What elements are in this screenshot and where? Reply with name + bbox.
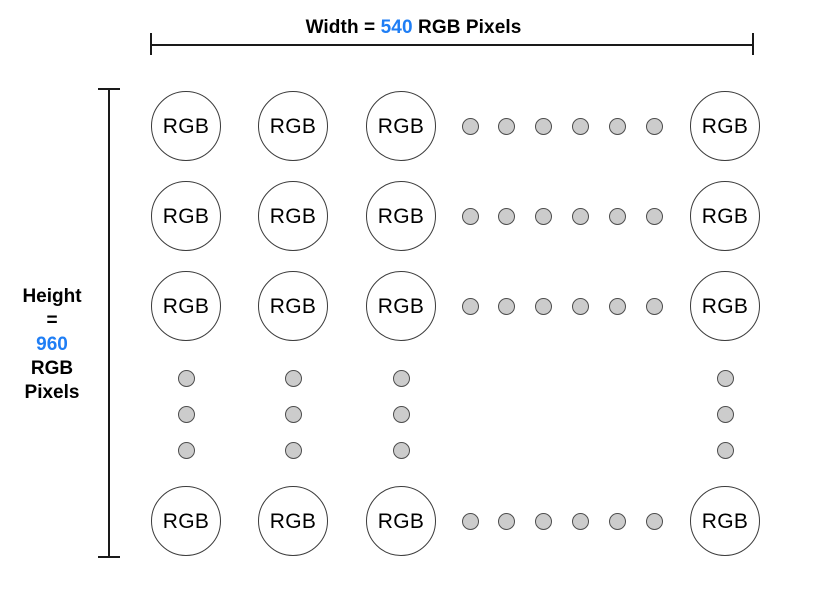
height-label-line-4: RGB: [30, 358, 74, 379]
horizontal-ellipsis-dot: [497, 512, 515, 530]
width-dimension-label: Width = 540 RGB Pixels: [0, 17, 827, 39]
horizontal-ellipsis-dot: [534, 512, 552, 530]
rgb-pixel-cell: RGB: [151, 181, 221, 251]
rgb-pixel-label: RGB: [377, 294, 425, 318]
horizontal-ellipsis-dot: [461, 207, 479, 225]
vertical-ellipsis-dot: [716, 405, 734, 423]
horizontal-ellipsis-dot: [608, 117, 626, 135]
vertical-ellipsis-dot: [716, 441, 734, 459]
rgb-pixel-label: RGB: [269, 204, 317, 228]
height-dimension-tick-bottom: [98, 556, 120, 558]
horizontal-ellipsis-dot: [571, 117, 589, 135]
height-label-line-2: =: [46, 310, 58, 331]
vertical-ellipsis-dot: [392, 441, 410, 459]
width-label-prefix: Width =: [305, 17, 381, 38]
horizontal-ellipsis-dot: [461, 117, 479, 135]
horizontal-ellipsis-dot: [571, 297, 589, 315]
rgb-pixel-label: RGB: [701, 509, 749, 533]
vertical-ellipsis-dot: [284, 369, 302, 387]
horizontal-ellipsis-dot: [497, 117, 515, 135]
horizontal-ellipsis-dot: [608, 512, 626, 530]
horizontal-ellipsis-dot: [645, 297, 663, 315]
rgb-pixel-label: RGB: [377, 509, 425, 533]
vertical-ellipsis-dot: [392, 369, 410, 387]
rgb-pixel-label: RGB: [269, 509, 317, 533]
width-dimension-tick-right: [752, 33, 754, 55]
rgb-pixel-label: RGB: [701, 294, 749, 318]
rgb-pixel-label: RGB: [377, 114, 425, 138]
horizontal-ellipsis-dot: [645, 117, 663, 135]
horizontal-ellipsis-dot: [608, 207, 626, 225]
height-label-line-1: Height: [22, 286, 82, 307]
width-label-suffix: RGB Pixels: [412, 17, 522, 38]
vertical-ellipsis-dot: [177, 369, 195, 387]
rgb-pixel-cell: RGB: [258, 271, 328, 341]
rgb-pixel-cell: RGB: [258, 181, 328, 251]
horizontal-ellipsis-dot: [534, 207, 552, 225]
height-dimension-label: Height = 960 RGB Pixels: [0, 285, 104, 405]
rgb-pixel-cell: RGB: [690, 486, 760, 556]
horizontal-ellipsis-dot: [608, 297, 626, 315]
rgb-pixel-cell: RGB: [366, 91, 436, 161]
height-label-line-5: Pixels: [24, 382, 80, 403]
rgb-pixel-cell: RGB: [366, 486, 436, 556]
rgb-pixel-cell: RGB: [258, 486, 328, 556]
rgb-pixel-label: RGB: [162, 114, 210, 138]
rgb-pixel-label: RGB: [162, 204, 210, 228]
rgb-pixel-label: RGB: [377, 204, 425, 228]
height-dimension-line: [108, 88, 110, 557]
rgb-pixel-cell: RGB: [366, 181, 436, 251]
rgb-pixel-label: RGB: [701, 114, 749, 138]
rgb-pixel-cell: RGB: [366, 271, 436, 341]
height-dimension-tick-top: [98, 88, 120, 90]
vertical-ellipsis-dot: [392, 405, 410, 423]
vertical-ellipsis-dot: [716, 369, 734, 387]
rgb-pixel-cell: RGB: [258, 91, 328, 161]
rgb-pixel-label: RGB: [162, 294, 210, 318]
horizontal-ellipsis-dot: [497, 297, 515, 315]
rgb-pixel-label: RGB: [162, 509, 210, 533]
horizontal-ellipsis-dot: [534, 117, 552, 135]
horizontal-ellipsis-dot: [645, 512, 663, 530]
rgb-pixel-cell: RGB: [690, 181, 760, 251]
vertical-ellipsis-dot: [284, 405, 302, 423]
rgb-pixel-cell: RGB: [690, 271, 760, 341]
width-dimension-tick-left: [150, 33, 152, 55]
horizontal-ellipsis-dot: [571, 207, 589, 225]
vertical-ellipsis-dot: [177, 441, 195, 459]
horizontal-ellipsis-dot: [571, 512, 589, 530]
rgb-pixel-cell: RGB: [690, 91, 760, 161]
horizontal-ellipsis-dot: [534, 297, 552, 315]
rgb-pixel-label: RGB: [701, 204, 749, 228]
rgb-pixel-label: RGB: [269, 114, 317, 138]
height-label-value: 960: [36, 334, 68, 355]
rgb-pixel-cell: RGB: [151, 91, 221, 161]
width-dimension-line: [150, 44, 753, 46]
rgb-pixel-cell: RGB: [151, 486, 221, 556]
horizontal-ellipsis-dot: [461, 512, 479, 530]
vertical-ellipsis-dot: [284, 441, 302, 459]
rgb-pixel-label: RGB: [269, 294, 317, 318]
vertical-ellipsis-dot: [177, 405, 195, 423]
horizontal-ellipsis-dot: [461, 297, 479, 315]
width-label-value: 540: [380, 17, 413, 38]
horizontal-ellipsis-dot: [645, 207, 663, 225]
rgb-pixel-cell: RGB: [151, 271, 221, 341]
horizontal-ellipsis-dot: [497, 207, 515, 225]
